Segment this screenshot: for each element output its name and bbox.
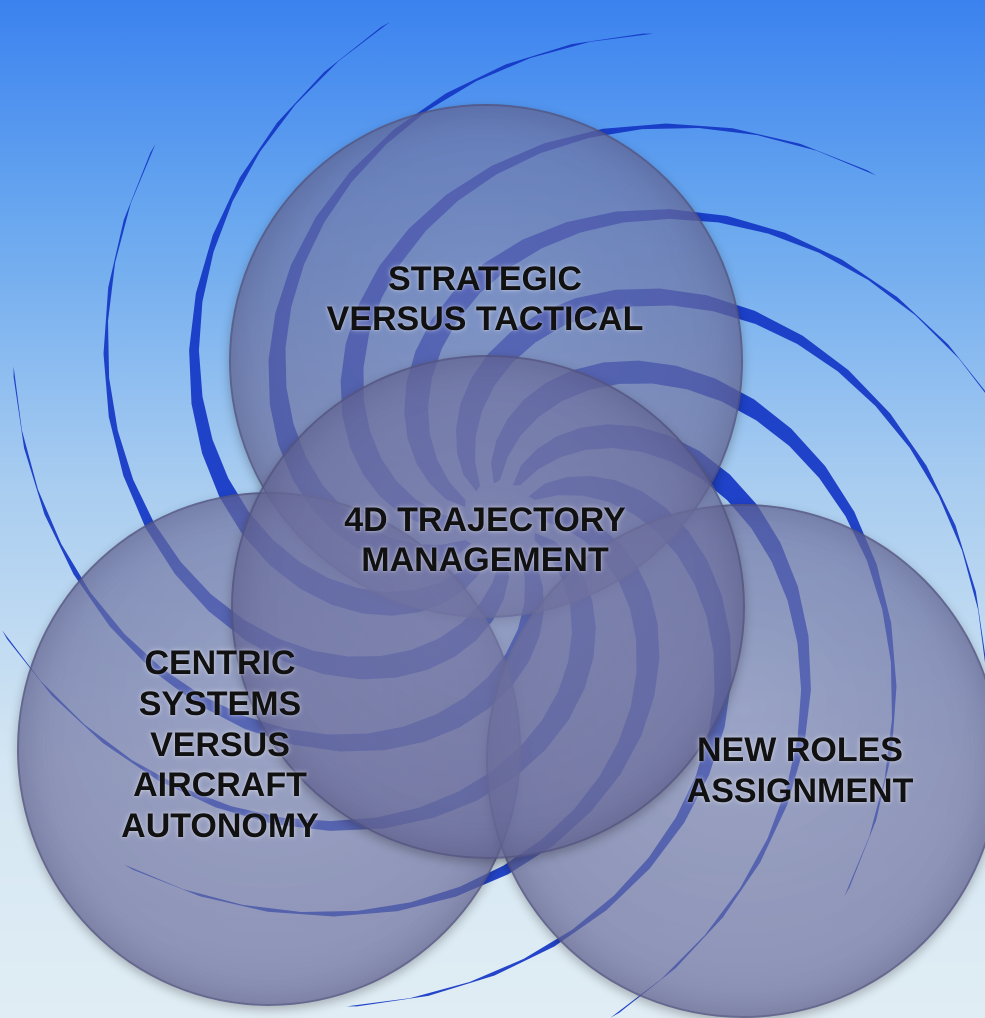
label-line: ASSIGNMENT [686, 771, 914, 810]
label-line: MANAGEMENT [361, 541, 609, 580]
label-new-roles-assignment: NEW ROLES ASSIGNMENT [640, 730, 960, 812]
label-line: AUTONOMY [121, 807, 319, 846]
label-line: SYSTEMS [138, 684, 302, 723]
label-line: NEW ROLES [697, 731, 903, 769]
label-line: VERSUS [150, 725, 290, 764]
label-4d-trajectory-management: 4D TRAJECTORY MANAGEMENT [300, 500, 670, 580]
label-line: STRATEGIC [388, 260, 582, 298]
label-strategic-versus-tactical: STRATEGIC VERSUS TACTICAL [300, 259, 670, 339]
label-line: VERSUS TACTICAL [326, 300, 644, 339]
label-line: AIRCRAFT [133, 766, 307, 805]
label-line: CENTRIC [144, 644, 296, 682]
label-centric-systems-versus-aircraft-autonomy: CENTRIC SYSTEMS VERSUS AIRCRAFT AUTONOMY [70, 643, 370, 847]
label-line: 4D TRAJECTORY [344, 501, 626, 539]
circle-4d-trajectory-management [231, 355, 745, 859]
swirl-blade [456, 288, 985, 663]
